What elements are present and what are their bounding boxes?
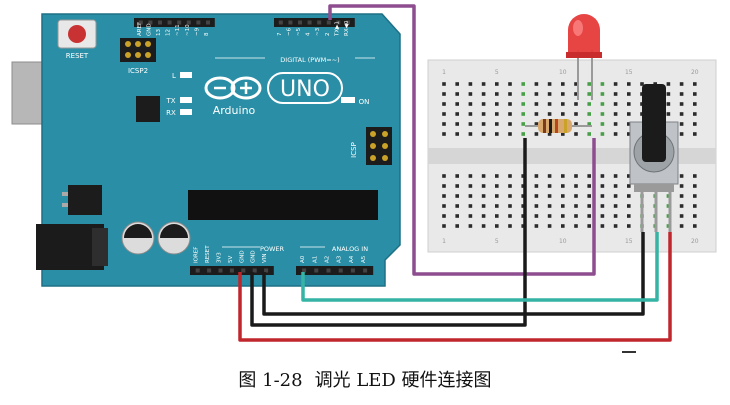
power-pin-label: 3V3 bbox=[217, 252, 223, 263]
breadboard-column-label: 15 bbox=[625, 69, 633, 76]
power-pin-label: GND bbox=[251, 250, 257, 263]
icsp-label: ICSP bbox=[350, 142, 358, 158]
arduino-logo-icon bbox=[204, 76, 262, 100]
power-pin-label: IOREF bbox=[194, 247, 200, 263]
breadboard-column-label: 1 bbox=[442, 69, 446, 76]
power-pin-label: RESET bbox=[205, 245, 211, 263]
capacitor-1 bbox=[121, 221, 155, 255]
breadboard-column-label: 10 bbox=[559, 69, 567, 76]
icsp-header bbox=[366, 127, 392, 165]
figure-title: 调光 LED 硬件连接图 bbox=[314, 370, 492, 391]
power-pin-label: GND bbox=[239, 250, 245, 263]
resistor bbox=[525, 119, 592, 133]
digital-pin-label: 12 bbox=[166, 29, 172, 36]
digital-pin-label: TX▶1 bbox=[334, 21, 340, 37]
power-pin-label: VIN bbox=[262, 254, 268, 264]
power-label: POWER bbox=[260, 245, 285, 253]
wire-pot-wiper-a0 bbox=[301, 232, 659, 302]
digital-pin-label: ~3 bbox=[315, 27, 321, 36]
digital-pin-label: 7 bbox=[277, 32, 283, 36]
analog-pin-label: A2 bbox=[325, 256, 331, 263]
digital-label: DIGITAL (PWM=~) bbox=[280, 56, 339, 64]
led-rx-indicator bbox=[180, 109, 192, 115]
capacitor-2 bbox=[157, 221, 191, 255]
digital-pin-label: 4 bbox=[306, 32, 312, 36]
on-indicator bbox=[341, 97, 355, 103]
model-label: UNO bbox=[280, 77, 330, 102]
breadboard-column-label: 20 bbox=[691, 238, 699, 245]
led-l-label: L bbox=[172, 72, 176, 80]
on-label: ON bbox=[359, 98, 370, 106]
breadboard-column-label: 5 bbox=[495, 238, 499, 245]
icsp2-header bbox=[120, 38, 156, 62]
power-header: IOREF RESET 3V3 5V GND GND VIN bbox=[190, 245, 274, 275]
digital-pin-label: RX◀0 bbox=[344, 20, 350, 36]
led-rx-label: RX bbox=[166, 109, 176, 117]
digital-pin-label: ~6 bbox=[286, 27, 292, 36]
digital-pin-label: ~11 bbox=[175, 24, 181, 36]
breadboard-column-label: 15 bbox=[625, 238, 633, 245]
analog-label: ANALOG IN bbox=[332, 245, 368, 253]
brand-label: Arduino bbox=[213, 104, 256, 117]
led-l-indicator bbox=[180, 72, 192, 78]
breadboard-column-label: 10 bbox=[559, 238, 567, 245]
analog-pin-label: A5 bbox=[361, 255, 367, 263]
regulator bbox=[68, 185, 102, 215]
analog-pin-label: A4 bbox=[349, 255, 355, 263]
reset-label: RESET bbox=[66, 52, 89, 60]
usb-chip bbox=[136, 96, 160, 122]
wire-resistor-ground bbox=[250, 138, 527, 327]
digital-pin-label: ~9 bbox=[194, 27, 200, 36]
potentiometer bbox=[629, 84, 679, 232]
digital-pin-label: GND bbox=[146, 23, 152, 36]
analog-header: A0 A1 A2 A3 A4 A5 bbox=[296, 255, 374, 275]
digital-pin-label: AREF bbox=[137, 22, 143, 36]
digital-pin-label: 8 bbox=[204, 32, 210, 36]
wires bbox=[238, 4, 672, 342]
led-tx-indicator bbox=[180, 97, 192, 103]
wire-pot-5v bbox=[238, 232, 672, 342]
digital-pin-label: 13 bbox=[156, 29, 162, 36]
breadboard-column-label: 20 bbox=[691, 69, 699, 76]
breadboard-column-label: 5 bbox=[495, 69, 499, 76]
breadboard-holes bbox=[442, 82, 697, 228]
power-pin-label: 5V bbox=[228, 256, 234, 263]
digital-pin-label: 2 bbox=[325, 33, 331, 37]
icsp2-label: ICSP2 bbox=[128, 67, 148, 75]
atmega-chip bbox=[188, 190, 378, 220]
breadboard-column-label: 1 bbox=[442, 238, 446, 245]
digital-pin-label: ~5 bbox=[296, 27, 302, 36]
analog-pin-label: A3 bbox=[337, 255, 343, 263]
wire-pwm-to-resistor bbox=[328, 4, 596, 276]
analog-pin-label: A0 bbox=[300, 255, 306, 263]
figure-number: 图 1-28 bbox=[238, 370, 303, 391]
figure-caption: 图 1-28 调光 LED 硬件连接图 bbox=[0, 366, 730, 396]
uno-badge bbox=[267, 72, 343, 104]
analog-pin-label: A1 bbox=[312, 256, 318, 263]
digital-pin-label: ~10 bbox=[185, 24, 191, 36]
led-tx-label: TX bbox=[165, 97, 175, 105]
red-led bbox=[566, 14, 602, 100]
wire-pot-ground bbox=[262, 232, 645, 316]
